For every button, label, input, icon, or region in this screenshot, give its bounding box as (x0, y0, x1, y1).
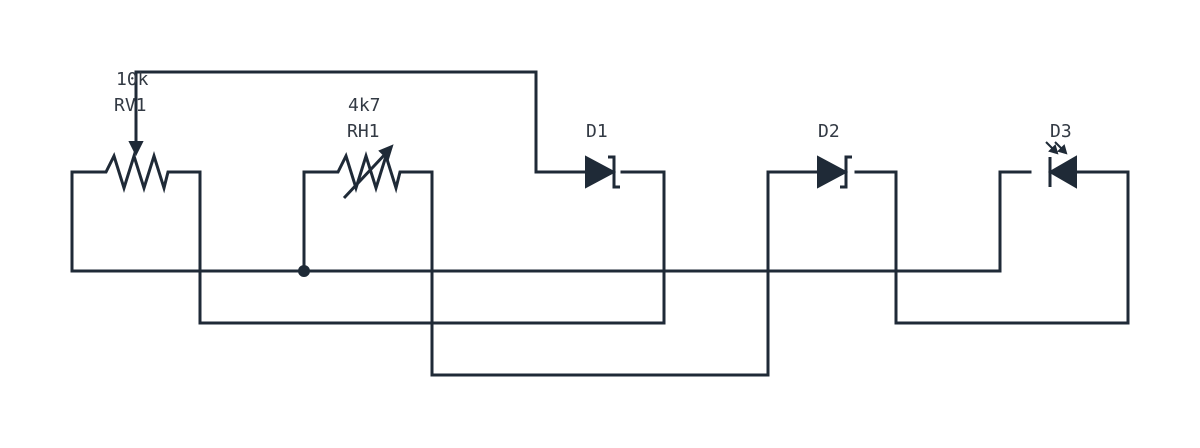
rh1-resistor-zigzag (333, 150, 404, 194)
wire-main-bus (70, 170, 1032, 273)
rv1-resistor-zigzag (100, 150, 172, 194)
wire-d2-to-d3 (854, 170, 1130, 325)
d3-ray-arrow-2 (1057, 144, 1068, 155)
rh1-value: 4k7 (348, 95, 381, 116)
wire-rv1-to-d1-cathode (170, 170, 666, 325)
rh1-adjust-arrow (378, 144, 394, 161)
d3-ray-arrow-1 (1048, 144, 1059, 155)
rh1-adjust-line (342, 149, 390, 200)
rh1-ref: RH1 (347, 121, 380, 142)
rv1-value: 10k (116, 69, 149, 90)
d1-triangle (585, 155, 617, 189)
d1-cathode-bar (608, 155, 620, 189)
schottky-diode-d1: D1 (585, 121, 620, 189)
wire-rh1-to-d2 (402, 170, 820, 377)
wire-wiper-to-d1 (134, 70, 588, 174)
d2-ref: D2 (818, 121, 840, 142)
d3-triangle (1047, 155, 1077, 189)
d1-ref: D1 (586, 121, 608, 142)
wires (70, 70, 1130, 377)
rheostat-rh1: 4k7 RH1 (333, 95, 404, 200)
d2-cathode-bar (840, 155, 852, 189)
wire-rh1-to-junction (302, 170, 335, 273)
rv1-ref: RV1 (114, 95, 147, 116)
d2-triangle (817, 155, 849, 189)
led-d3: D3 (1045, 121, 1077, 189)
d3-ref: D3 (1050, 121, 1072, 142)
potentiometer-rv1: 10k RV1 (100, 69, 172, 194)
rv1-wiper-arrow (128, 141, 144, 157)
zener-diode-d2: D2 (817, 121, 852, 189)
junction-dot (298, 265, 310, 277)
